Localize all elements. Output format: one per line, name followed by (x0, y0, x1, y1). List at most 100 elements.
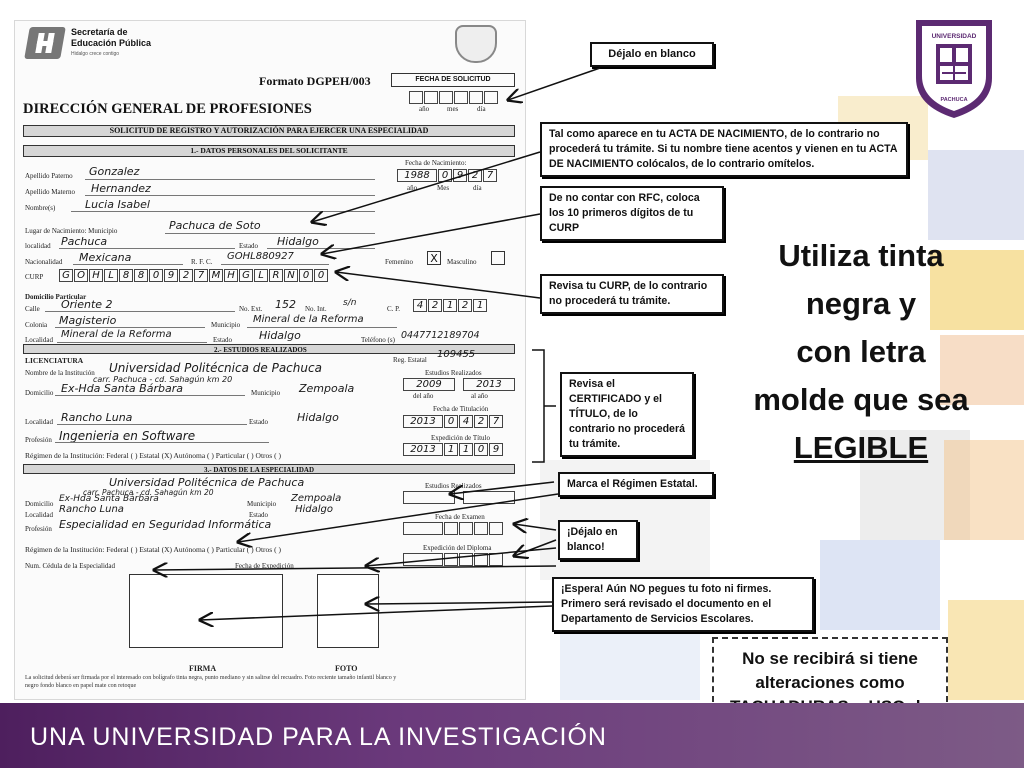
estudios-boxes: 2009 2013 (403, 378, 516, 391)
line (73, 264, 183, 265)
section3-header: 3.- DATOS DE LA ESPECIALIDAD (23, 464, 515, 474)
curp-box: 8 (119, 269, 133, 282)
deco-square (948, 600, 1024, 700)
line (85, 195, 375, 196)
label-no-int: No. Int. (305, 305, 327, 313)
label-municipio3: Municipio (251, 389, 281, 397)
cp-boxes: 4 2 1 2 1 (413, 299, 488, 312)
box: 7 (483, 169, 497, 182)
curp-box: 7 (194, 269, 208, 282)
callout-acta-nacimiento: Tal como aparece en tu ACTA DE NACIMIENT… (540, 122, 908, 177)
deco-square (820, 540, 940, 630)
value-localidad: Pachuca (61, 235, 108, 248)
application-form: Secretaría de Educación Pública Hidalgo … (14, 20, 526, 700)
box: 2013 (463, 378, 515, 391)
curp-box: 0 (299, 269, 313, 282)
label-telefono: Teléfono (s) (361, 336, 395, 344)
label-fecha-nacimiento: Fecha de Nacimiento: (405, 159, 467, 167)
value-institucion-direccion2: carr. Pachuca - cd. Sahagún km 20 (83, 488, 214, 497)
label-municipio4: Municipio (247, 500, 277, 508)
label-masculino: Masculino (447, 258, 477, 266)
line (85, 179, 375, 180)
checkbox-femenino[interactable]: X (427, 251, 441, 265)
deco-square (928, 150, 1024, 240)
date-sub: año (407, 184, 418, 192)
value-localidad4: Rancho Luna (59, 504, 124, 515)
value-nombre-institucion2: Universidad Politécnica de Pachuca (109, 476, 305, 489)
label-expedicion-titulo: Expedición de Título (431, 434, 490, 442)
value-nombres: Lucia Isabel (85, 198, 150, 211)
curp-box: H (89, 269, 103, 282)
box (456, 378, 462, 391)
value-estado2: Hidalgo (259, 329, 301, 342)
callout-rfc: De no contar con RFC, coloca los 10 prim… (540, 186, 724, 241)
fecha-solicitud-box: FECHA DE SOLICITUD (391, 73, 515, 87)
box: 4 (459, 415, 473, 428)
label-expedicion-diploma: Expedición del Diploma (423, 544, 492, 552)
sep-logo-line1: Secretaría de (71, 27, 128, 37)
value-municipio: Pachuca de Soto (169, 219, 261, 232)
label-cp: C. P. (387, 305, 401, 313)
box: 1 (459, 443, 473, 456)
value-municipio4: Zempoala (291, 493, 342, 504)
main-instruction: Utiliza tinta negra y con letra molde qu… (728, 232, 994, 472)
box: 1 (444, 443, 458, 456)
fecha-solicitud-boxes (409, 91, 499, 104)
label-colonia: Colonia (25, 321, 48, 329)
fecha-examen-boxes (403, 522, 504, 535)
hidalgo-crest-icon (455, 25, 497, 63)
value-institucion-direccion: carr. Pachuca - cd. Sahagún km 20 (93, 375, 233, 384)
section2-header: 2.- ESTUDIOS REALIZADOS (23, 344, 515, 354)
value-colonia: Magisterio (59, 314, 117, 327)
footer-banner: UNA UNIVERSIDAD PARA LA INVESTIGACIÓN (0, 703, 1024, 768)
line (55, 442, 269, 443)
formato-label: Formato DGPEH/003 (259, 74, 371, 88)
value-estado: Hidalgo (277, 235, 319, 248)
line (247, 327, 397, 328)
value-apellido-paterno: Gonzalez (89, 165, 140, 178)
checkbox-masculino[interactable] (491, 251, 505, 265)
box: 2 (468, 169, 482, 182)
label-regimen2: Régimen de la Institución: Federal ( ) E… (25, 545, 281, 554)
curp-box: 8 (134, 269, 148, 282)
callout-dejalo-en-blanco-2: ¡Déjalo en blanco! (558, 520, 638, 560)
curp-box: 9 (164, 269, 178, 282)
callout-foto-firma: ¡Espera! Aún NO pegues tu foto ni firmes… (552, 577, 814, 632)
firma-box[interactable] (129, 574, 283, 648)
curp-box: 0 (314, 269, 328, 282)
curp-box: 2 (179, 269, 193, 282)
line (165, 233, 375, 234)
value-domicilio3: Ex-Hda Santa Bárbara (59, 494, 159, 504)
curp-box: L (104, 269, 118, 282)
value-no-int: s/n (343, 298, 357, 308)
box: 0 (438, 169, 452, 182)
label-calle: Calle (25, 305, 40, 313)
box: 4 (413, 299, 427, 312)
label-localidad: localidad (25, 242, 51, 250)
label-localidad2: Localidad (25, 336, 53, 344)
box: 9 (453, 169, 467, 182)
curp-box: G (239, 269, 253, 282)
box: 2 (428, 299, 442, 312)
curp-box: L (254, 269, 268, 282)
label-estado2: Estado (213, 336, 233, 344)
box: 2009 (403, 378, 455, 391)
value-municipio2: Mineral de la Reforma (253, 314, 364, 325)
label-firma: FIRMA (189, 664, 217, 673)
line (55, 327, 205, 328)
main-line-3: con letra (796, 334, 926, 369)
box: 2 (474, 415, 488, 428)
label-profesion: Profesión (25, 436, 52, 444)
label-cedula: Num. Cédula de la Especialidad (25, 562, 115, 570)
curp-box: R (269, 269, 283, 282)
date-sub-ano: año (419, 105, 430, 113)
foto-box[interactable] (317, 574, 379, 648)
label-domicilio3: Domicilio (25, 500, 54, 508)
fecha-nacimiento-boxes: 1988 0 9 2 7 (397, 169, 498, 182)
sep-logo-icon (24, 27, 66, 59)
fecha-titulacion-boxes: 2013 0 4 2 7 (403, 415, 504, 428)
label-municipio2: Municipio (211, 321, 241, 329)
label-femenino: Femenino (385, 258, 413, 266)
label-localidad3: Localidad (25, 418, 53, 426)
